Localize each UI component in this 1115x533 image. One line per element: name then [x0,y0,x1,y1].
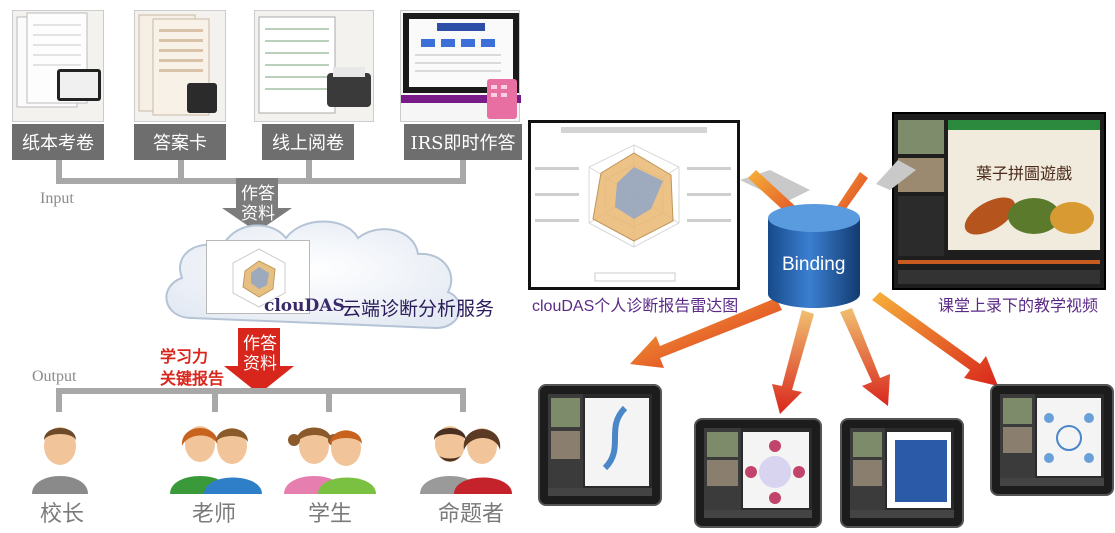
radar-caption: clouDAS个人诊断报告雷达图 [532,298,739,315]
arrow1-line1: 作答 [241,184,275,204]
arrow2-line2: 资料 [243,354,277,374]
input-connector-2 [178,160,184,182]
input-connector-3 [306,160,312,182]
role-question-setters: 命题者 [438,502,505,527]
binding-cylinder-icon [768,204,860,308]
output-connector-2 [212,388,218,412]
principal-avatar-icon [32,427,88,494]
students-avatar-icon [284,427,376,494]
arrow2-line1: 作答 [243,334,277,354]
video-caption: 课堂上录下的教学视频 [938,296,1099,315]
input-online-grading: 线上阅卷 [262,124,354,160]
irs-response-image [400,10,521,122]
input-paper-exam: 纸本考卷 [12,124,104,160]
output-label: Output [32,368,77,385]
arrow1-line2: 资料 [241,204,275,224]
video-slide-title: 葉子拼圖遊戲 [976,164,1073,183]
radar-report-panel [528,120,740,290]
key-report-line2: 关键报告 [160,369,225,388]
arrows-svg [630,160,998,414]
answer-card-image [134,10,226,122]
tablet-4 [990,384,1114,496]
input-irs: IRS即时作答 [404,124,522,160]
question-setters-avatar-icon [420,426,512,494]
teachers-avatar-icon [170,426,262,494]
input-answer-card: 答案卡 [134,124,226,160]
binding-label: Binding [782,254,846,275]
video-slide: 葉子拼圖遊戲 [948,120,1100,250]
output-connector-3 [326,388,332,412]
input-connector-1 [56,160,62,182]
cloud-service-label: 云端诊断分析服务 [342,298,495,320]
paper-exam-image [12,10,104,122]
arrow-down-red [224,328,294,394]
output-connector-bar [56,388,466,394]
radar-thumbnail [206,240,310,314]
arrow2-text: 作答 资料 [234,334,286,374]
role-teachers: 老师 [192,502,237,527]
output-connector-1 [56,388,62,412]
arrow1-text: 作答 资料 [232,184,284,224]
tablet-2 [694,418,822,528]
tablet-1 [538,384,662,506]
input-connector-4 [460,160,466,182]
tablet-3 [840,418,964,528]
video-panel: 葉子拼圖遊戲 [892,112,1106,290]
online-grading-image [254,10,374,122]
output-connector-4 [460,388,466,412]
input-label: Input [40,190,74,207]
role-principal: 校长 [40,502,85,527]
cloudas-name: clouDAS [264,296,345,316]
key-report-line1: 学习力 [160,347,209,366]
arrow-down-gray [222,178,292,232]
role-students: 学生 [308,502,353,527]
key-report-label: 学习力 关键报告 [160,346,224,390]
